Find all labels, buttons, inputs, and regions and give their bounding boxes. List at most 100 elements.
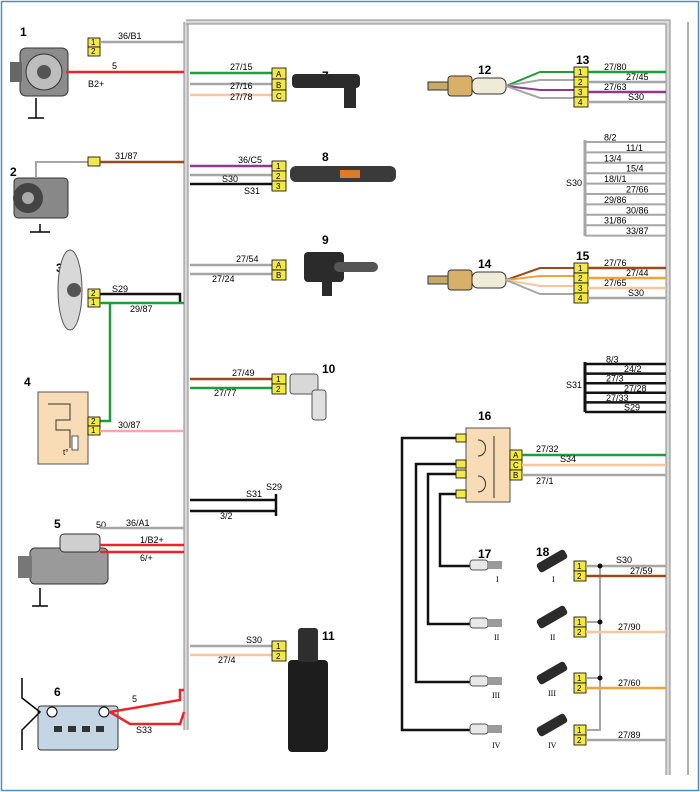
wire-label-27-78: 27/78: [230, 92, 253, 102]
s30-group-wire-label: 11/1: [626, 143, 643, 153]
temperature-sensor: 10 27/49 27/77 1 2: [190, 362, 336, 421]
wire-label-31-87: 31/87: [115, 151, 138, 161]
injector-3: [536, 661, 568, 685]
wire-label-1-b2: 1/B2+: [140, 535, 164, 545]
svg-text:2: 2: [91, 47, 96, 56]
s30-group-wire-label: 8/2: [604, 133, 617, 143]
s30-group-wire-label: 31/86: [604, 216, 627, 226]
svg-text:B: B: [513, 471, 518, 480]
svg-text:1: 1: [578, 264, 583, 273]
svg-text:C: C: [276, 92, 282, 101]
generator: 1 1 2 36/B1 5 B2+: [10, 25, 184, 119]
wire-label-27-32: 27/32: [536, 444, 559, 454]
s31-group-wire-label: 27/33: [606, 393, 629, 403]
starter-motor: 5 50 36/A1 1/B2+ 6/+: [18, 517, 184, 607]
svg-text:1: 1: [577, 562, 582, 571]
wire-label-27-59: 27/59: [630, 566, 653, 576]
svg-text:2: 2: [276, 385, 281, 394]
svg-text:3: 3: [578, 88, 583, 97]
component-number-5: 5: [54, 517, 61, 531]
s30-group-wire-label: 29/86: [604, 195, 627, 205]
wire-label-s30-13: S30: [628, 92, 644, 102]
wire-label-27-89: 27/89: [618, 730, 641, 740]
cylinder-4: IV: [492, 741, 501, 750]
wire-label-27-90: 27/90: [618, 622, 641, 632]
wire-label-5: 5: [112, 61, 117, 71]
spark-plug-4: [469, 723, 502, 735]
s30-splice-group: S30 8/211/113/415/418/I/127/6629/8630/86…: [566, 133, 666, 237]
s31-group-wire-label: 27/28: [624, 383, 647, 393]
oxygen-sensor-1: 12: [427, 63, 574, 99]
wire-label-s31-8: S31: [244, 186, 260, 196]
svg-text:1: 1: [276, 162, 281, 171]
wire-label-36-a1: 36/A1: [126, 518, 150, 528]
s31-group-wire-label: 27/3: [606, 374, 624, 384]
injector-2: [536, 605, 568, 629]
component-number-13: 13: [576, 53, 590, 67]
wire-label-27-4: 27/4: [218, 655, 236, 665]
svg-text:B: B: [276, 81, 281, 90]
injector-cylinder-2: II: [550, 633, 556, 642]
svg-text:1: 1: [577, 674, 582, 683]
cylinder-3: III: [492, 691, 500, 700]
wire-label-s34: S34: [560, 454, 576, 464]
s31-group-wire-label: 24/2: [624, 364, 642, 374]
wire-label-27-76: 27/76: [604, 258, 627, 268]
wire-label-s33: S33: [136, 725, 152, 735]
svg-text:2: 2: [91, 417, 96, 426]
terminal-b2: B2+: [88, 79, 104, 89]
connector-15: 15 1 2 3 4 27/76 27/44 27/65 S30: [573, 249, 666, 304]
ground-splice: S31 3/2 S29: [190, 482, 282, 521]
svg-text:4: 4: [578, 98, 583, 107]
injector-cylinder-4: IV: [548, 741, 557, 750]
terminal-50: 50: [96, 520, 106, 530]
wire-harness: [183, 19, 689, 775]
wire-label-27-1: 27/1: [536, 476, 554, 486]
speed-sensor: 8 36/C5 S30 S31 1 2 3: [190, 150, 396, 196]
component-number-11: 11: [322, 629, 335, 643]
spark-plugs: 17 I II III IV: [469, 547, 502, 750]
svg-text:2: 2: [577, 736, 582, 745]
cylinder-1: I: [496, 575, 499, 584]
connector-13: 13 1 2 3 4 27/80 27/45 27/63 S30: [573, 53, 666, 108]
wire-label-s30-15: S30: [628, 288, 644, 298]
s30-group-wire-label: 13/4: [604, 153, 622, 163]
s30-group-wire-label: 33/87: [626, 226, 649, 236]
cylinder-2: II: [494, 633, 500, 642]
component-number-15: 15: [576, 249, 590, 263]
ac-compressor: 2 31/87: [10, 151, 184, 233]
crankshaft-sensor: 9 27/54 27/24 A B: [190, 233, 378, 296]
component-number-6: 6: [54, 685, 61, 699]
splice-s29-tag: S29: [266, 482, 282, 492]
spark-plug-3: [469, 675, 502, 687]
svg-text:2: 2: [577, 628, 582, 637]
wire-label-29-87: 29/87: [130, 304, 153, 314]
wire-label-27-54: 27/54: [236, 254, 259, 264]
oxygen-sensor-2: 14: [427, 257, 574, 295]
injector-1: [536, 549, 568, 573]
fan-relay: 4 t° 2 1 30/87: [24, 375, 184, 465]
svg-text:2: 2: [577, 684, 582, 693]
svg-text:3: 3: [578, 284, 583, 293]
fuel-injectors: 18 I II III IV 1 2 1 2 1 2 1 2 S30 27/59: [536, 545, 666, 750]
svg-text:2: 2: [276, 172, 281, 181]
component-number-12: 12: [478, 63, 492, 77]
temperature-mark: t°: [63, 448, 68, 457]
s30-group-label: S30: [566, 178, 582, 188]
wire-label-27-60: 27/60: [618, 678, 641, 688]
wire-label-s30-18: S30: [616, 555, 632, 565]
svg-text:1: 1: [91, 38, 96, 47]
wire-label-27-65: 27/65: [604, 278, 627, 288]
svg-text:A: A: [513, 451, 519, 460]
cooling-fan: 3 2 1 S29 29/87: [56, 249, 184, 423]
svg-text:1: 1: [91, 426, 96, 435]
pressure-sensor: 7 27/15 27/16 27/78 A B C: [190, 62, 360, 108]
s30-group-wire-label: 15/4: [626, 164, 644, 174]
component-number-14: 14: [478, 257, 492, 271]
component-number-17: 17: [478, 547, 492, 561]
svg-text:A: A: [276, 261, 282, 270]
svg-text:2: 2: [578, 274, 583, 283]
svg-text:B: B: [276, 271, 281, 280]
wire-label-27-24: 27/24: [212, 274, 235, 284]
